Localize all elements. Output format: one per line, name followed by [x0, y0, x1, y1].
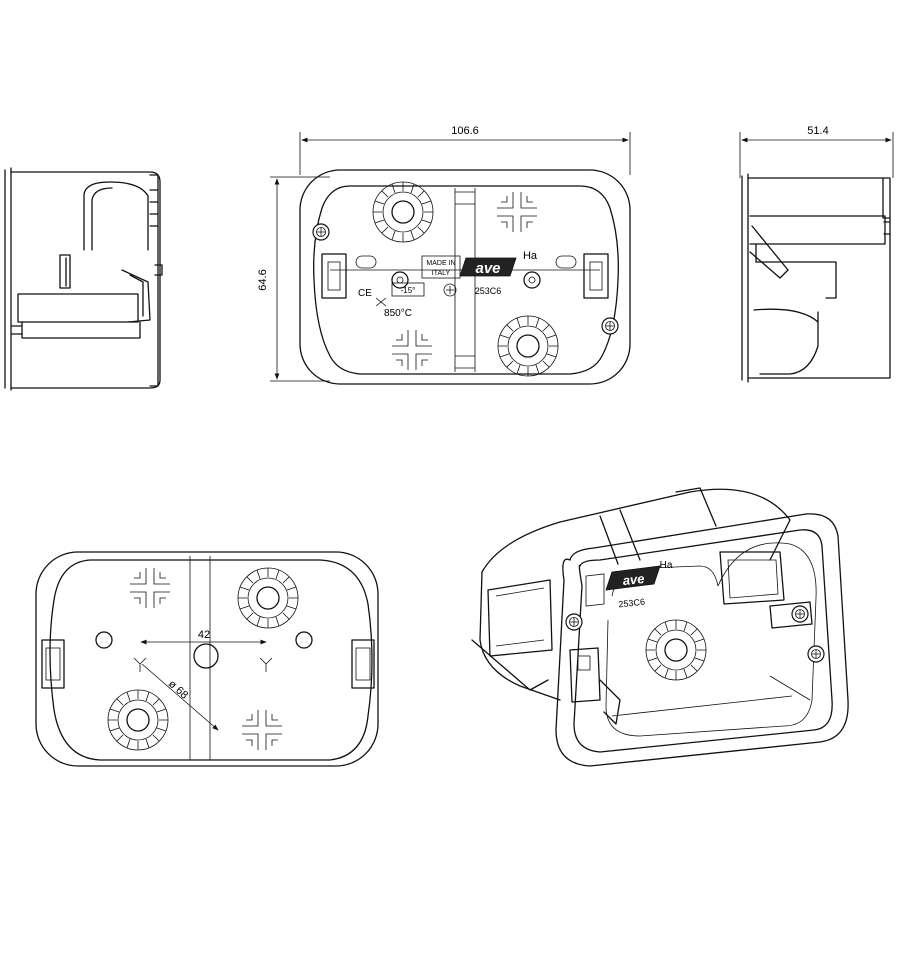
temp-label: -15°: [401, 286, 416, 295]
dimension-diameter: ø 68: [141, 663, 219, 731]
made-in-label: MADE IN: [426, 260, 455, 267]
knockout-cross-icon: [241, 709, 283, 751]
iso-brand-logo: ave: [622, 571, 645, 588]
dimension-diameter-label: ø 68: [166, 678, 190, 702]
dimension-height: 64.6: [257, 176, 330, 382]
dimension-width-label: 106.6: [451, 125, 479, 137]
isometric-view: ave Ha 253C6: [471, 487, 849, 767]
dimension-depth: 51.4: [739, 125, 894, 178]
iso-code-label: 253C6: [618, 597, 645, 610]
screw-icon: [807, 645, 825, 663]
knockout-cross-icon: [391, 329, 433, 371]
model-label: Ha: [523, 250, 538, 262]
screw-icon: [791, 605, 809, 623]
knockout-cross-icon: [129, 567, 171, 609]
dimension-width: 106.6: [299, 125, 631, 175]
dimension-spacing-label: 42: [198, 629, 210, 641]
ce-mark: CE: [358, 288, 372, 299]
brand-logo: ave: [475, 260, 500, 277]
dimension-spacing: 42: [140, 629, 267, 645]
code-label: 253C6: [475, 286, 502, 296]
knockout-cross-icon: [496, 191, 538, 233]
dimension-depth-label: 51.4: [807, 125, 828, 137]
screw-icon: [565, 613, 583, 631]
glow-wire-label: 850°C: [384, 308, 412, 319]
back-view: 42 ø 68: [35, 551, 379, 767]
knockout-ring-icon: [237, 567, 299, 629]
left-side-view: [4, 167, 163, 391]
front-view: 106.6 64.6 MADE IN: [257, 125, 631, 385]
iso-model-label: Ha: [660, 560, 673, 571]
knockout-ring-icon: [107, 689, 169, 751]
knockout-ring-icon: [645, 619, 707, 681]
knockout-ring-icon: [372, 181, 434, 243]
screw-icon: [312, 223, 330, 241]
right-side-view: 51.4: [739, 125, 894, 383]
screw-icon: [601, 317, 619, 335]
dimension-height-label: 64.6: [257, 269, 269, 290]
italy-label: ITALY: [432, 270, 451, 277]
knockout-ring-icon: [497, 315, 559, 377]
